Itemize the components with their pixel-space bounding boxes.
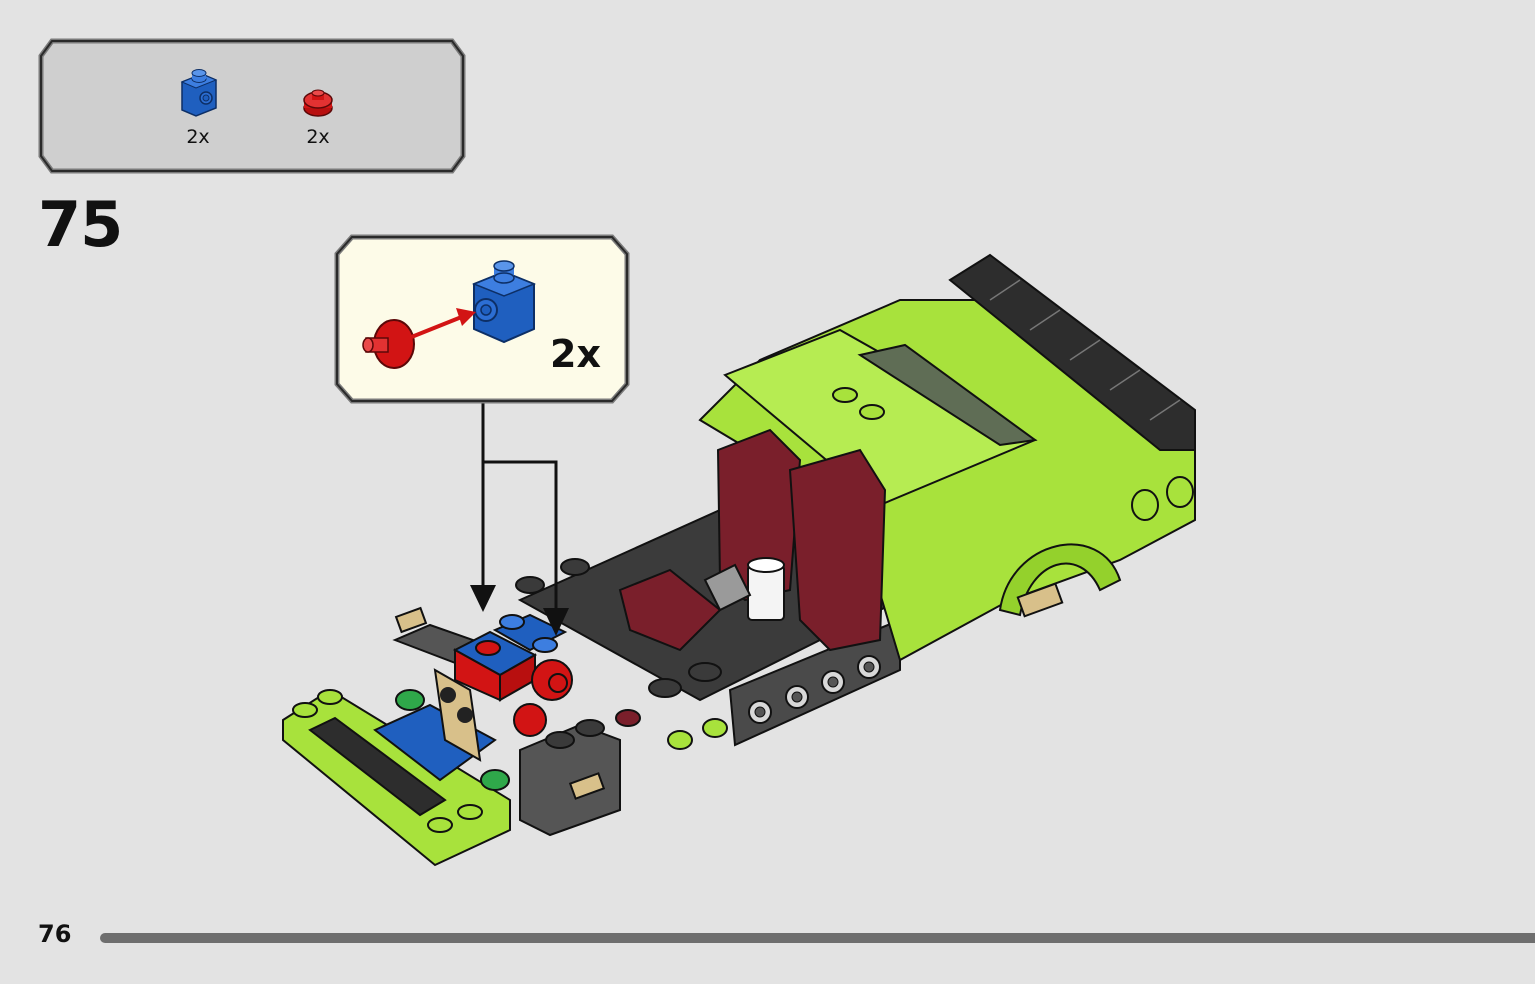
- step-number: 75: [38, 188, 123, 261]
- red-round-plate-icon: [303, 89, 333, 117]
- parts-list-item-red-plate: 2x: [288, 84, 348, 148]
- page-number: 76: [38, 920, 72, 948]
- parts-list-qty: 2x: [306, 126, 330, 148]
- parts-list-box: 2x 2x: [38, 38, 466, 174]
- parts-list-item-blue-brick: 2x: [168, 68, 228, 148]
- callout-quantity: 2x: [550, 332, 601, 376]
- sub-assembly-callout: [334, 234, 630, 404]
- parts-list-qty: 2x: [186, 126, 210, 148]
- attach-arrow-icon: [456, 308, 476, 326]
- page-progress-bar: [100, 933, 1535, 943]
- callout-red-round-plate-icon: [362, 319, 415, 369]
- blue-1x1-brick-with-side-stud-icon: [180, 69, 218, 117]
- parts-list-frame: [38, 38, 466, 174]
- callout-frame: [334, 234, 630, 404]
- callout-blue-brick-icon: [471, 260, 537, 344]
